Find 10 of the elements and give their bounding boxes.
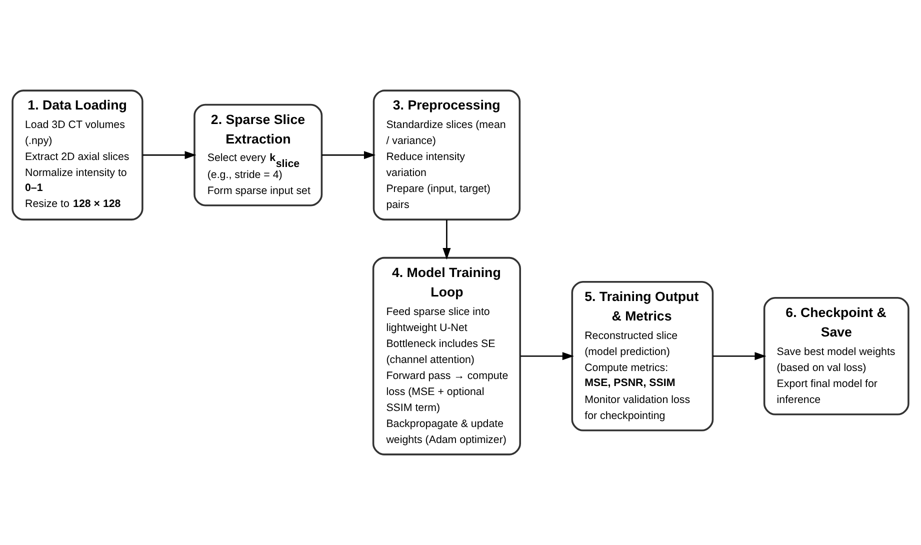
- node-box: 6. Checkpoint & Save Save best model weights (based on val loss) Export final model for inference: [763, 296, 910, 416]
- arrow: [520, 352, 574, 360]
- arrow: [442, 220, 451, 260]
- node-box: 3. Preprocessing Standardize slices (mean / variance) Reduce intensity variation Prepare (input, target) pairs: [372, 90, 521, 220]
- node-box: 1. Data Loading Load 3D CT volumes (.npy) Extract 2D axial slices Normalize intensity to 0–1 Resize to 128 × 128: [12, 90, 144, 220]
- node-box: 5. Training Output & Metrics Reconstructed slice (model prediction) Compute metrics: MSE, PSNR, SSIM Monitor validation loss for checkpointing: [571, 280, 714, 432]
- arrow: [322, 151, 376, 160]
- arrow: [142, 151, 196, 160]
- node-box: 4. Model Training Loop Feed sparse slice into lightweight U-Net Bottleneck includes SE (channel attention) Forward pass → compute loss (MSE + optional SSIM term) Backpropagate & update weights (Adam optimizer): [372, 256, 521, 456]
- arrow: [712, 352, 766, 360]
